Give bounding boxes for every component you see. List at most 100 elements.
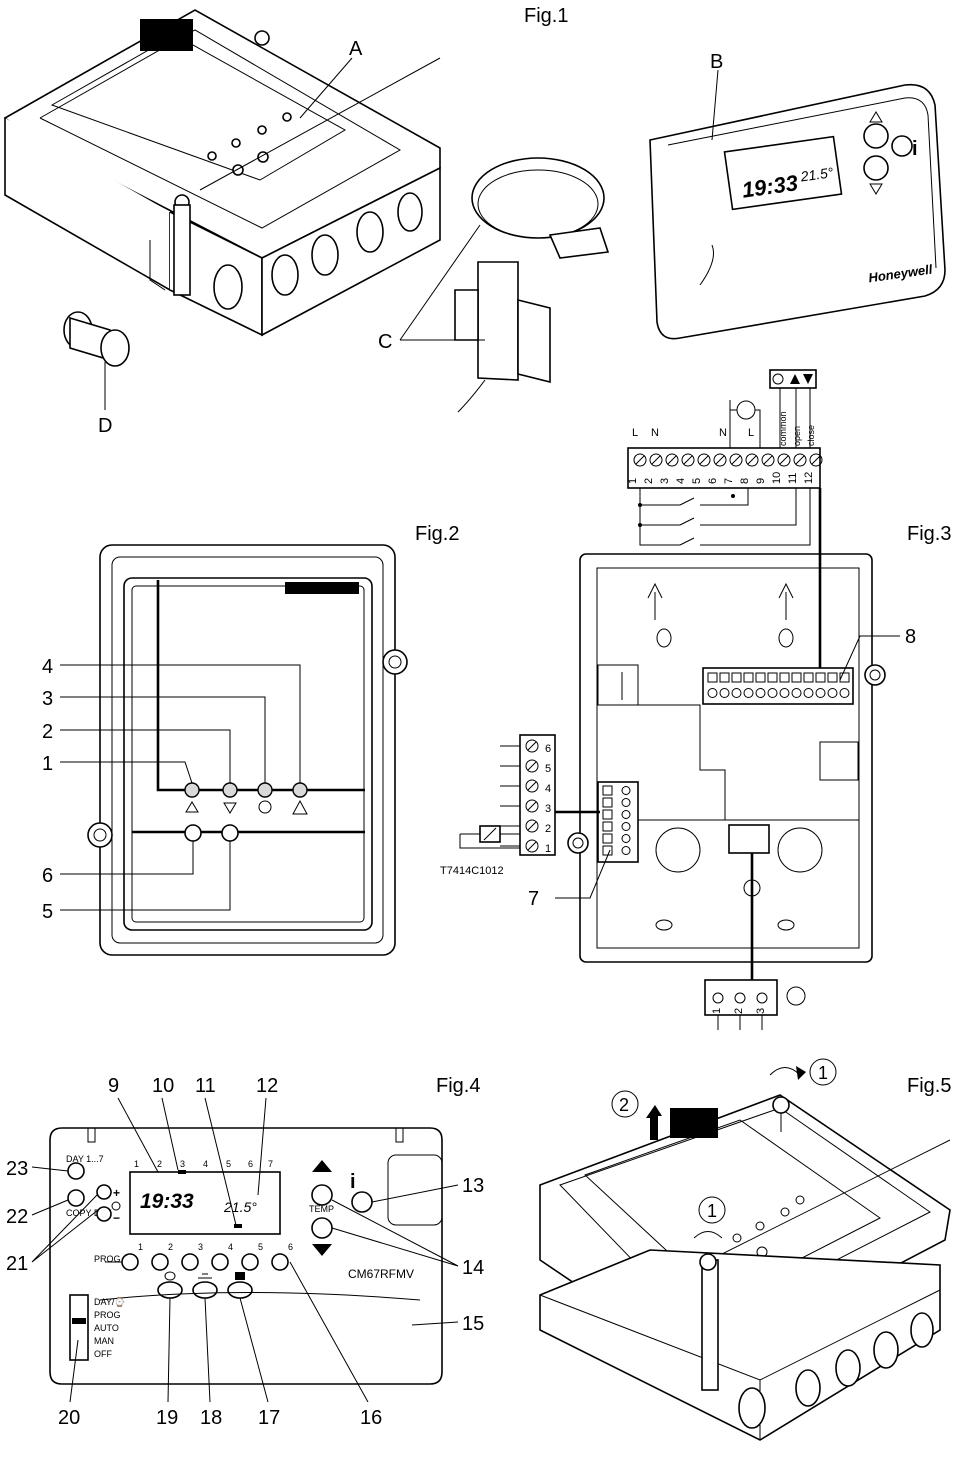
label-plate-2 xyxy=(285,582,359,594)
term-5: 5 xyxy=(691,478,703,484)
block-cell xyxy=(719,672,730,683)
sensor-screw xyxy=(621,786,631,795)
prog-3: 3 xyxy=(198,1242,203,1252)
temp-up-button[interactable] xyxy=(311,1184,333,1206)
led-1 xyxy=(184,782,200,798)
block-screw xyxy=(731,688,742,698)
terminal-screw xyxy=(809,453,823,467)
block-screw xyxy=(707,688,718,698)
earth-terminal xyxy=(704,979,778,1016)
sensor-terminal xyxy=(519,734,556,856)
warning-icon xyxy=(292,799,308,815)
down-arrow-icon xyxy=(312,1244,332,1256)
day-marker xyxy=(178,1170,186,1174)
lift-arrow-icon xyxy=(646,1105,662,1140)
terminal-screw xyxy=(681,453,695,467)
block-screw xyxy=(791,688,802,698)
led-3 xyxy=(257,782,273,798)
fig3: Fig.3 1 2 3 4 5 6 7 8 9 10 11 12 L N N L… xyxy=(440,369,951,1030)
sensor-t3: 3 xyxy=(545,803,551,815)
terminal-screw xyxy=(633,453,647,467)
term-6: 6 xyxy=(707,478,719,484)
sensor-cell xyxy=(602,785,613,796)
term-4: 4 xyxy=(675,478,687,484)
holiday-icon xyxy=(198,1273,212,1279)
terminal-screw xyxy=(745,453,759,467)
mode-switch-knob[interactable] xyxy=(72,1318,86,1324)
screw-front[interactable] xyxy=(699,1253,717,1271)
terminal-screw xyxy=(665,453,679,467)
sensor-screw xyxy=(621,834,631,843)
screw-top[interactable] xyxy=(772,1096,790,1114)
pump-symbol-icon xyxy=(736,400,756,420)
copy-day-button[interactable] xyxy=(67,1189,85,1207)
button-5[interactable] xyxy=(221,824,239,842)
plus-icon: + xyxy=(113,1186,120,1200)
mode-off: OFF xyxy=(94,1349,112,1359)
step-1-top: 1 xyxy=(818,1063,828,1083)
temp-label: TEMP xyxy=(309,1204,334,1214)
step-2-marker xyxy=(611,1090,639,1118)
sensor-t1: 1 xyxy=(545,843,551,855)
mode-man: MAN xyxy=(94,1336,114,1346)
callout-5: 5 xyxy=(42,901,53,923)
clock-icon xyxy=(111,1201,121,1211)
label-a: A xyxy=(349,38,363,60)
mode-switch[interactable] xyxy=(69,1294,89,1361)
sensor-terminal-screw xyxy=(525,819,539,833)
function-button-3[interactable] xyxy=(227,1281,253,1299)
block-cell xyxy=(767,672,778,683)
mode-auto: AUTO xyxy=(94,1323,119,1333)
time-plus-button[interactable] xyxy=(96,1184,112,1200)
function-button-2[interactable] xyxy=(192,1281,218,1299)
sensor-cell xyxy=(602,797,613,808)
block-cell xyxy=(815,672,826,683)
callout-1: 1 xyxy=(42,753,53,775)
terminal-screws xyxy=(633,453,823,467)
display-time: 19:33 xyxy=(140,1190,194,1213)
prog-button-1[interactable] xyxy=(121,1253,139,1271)
callout-9: 9 xyxy=(108,1075,119,1097)
suitcase-icon xyxy=(235,1272,245,1280)
label-d: D xyxy=(98,415,112,437)
day-7: 7 xyxy=(268,1159,273,1169)
block-cell xyxy=(743,672,754,683)
sensor-cell xyxy=(602,833,613,844)
block-cell xyxy=(779,672,790,683)
callout-7: 7 xyxy=(528,888,539,910)
valve-open: open xyxy=(792,426,802,446)
step-1-top-marker xyxy=(809,1058,837,1086)
base xyxy=(539,1249,941,1441)
button-6[interactable] xyxy=(184,824,202,842)
day-button[interactable] xyxy=(67,1162,85,1180)
pump-l: L xyxy=(748,427,754,439)
terminal-screw xyxy=(761,453,775,467)
prog-button-5[interactable] xyxy=(241,1253,259,1271)
mode-day: DAY/⌚ xyxy=(94,1296,126,1307)
info-button[interactable] xyxy=(351,1191,373,1213)
prog-button-3[interactable] xyxy=(181,1253,199,1271)
prog-button-2[interactable] xyxy=(151,1253,169,1271)
callout-13: 13 xyxy=(462,1175,484,1197)
prog-button-6[interactable] xyxy=(271,1253,289,1271)
down-arrow-icon xyxy=(223,802,237,814)
function-button-1[interactable] xyxy=(157,1281,183,1299)
pump-n: N xyxy=(719,427,727,439)
terminal-screw xyxy=(729,453,743,467)
callout-19: 19 xyxy=(156,1407,178,1429)
terminal-screw xyxy=(713,453,727,467)
sensor-t5: 5 xyxy=(545,763,551,775)
terminal-numbers: 1 2 3 4 5 6 7 8 9 10 11 12 xyxy=(627,472,815,484)
sensor-terminal-screw xyxy=(525,799,539,813)
prog-buttons xyxy=(105,1253,289,1271)
prog-button-4[interactable] xyxy=(211,1253,229,1271)
term-10: 10 xyxy=(771,472,783,484)
time-minus-button[interactable] xyxy=(96,1206,112,1222)
led-2 xyxy=(222,782,238,798)
fig2: Fig.2 1 2 3 4 5 6 xyxy=(42,523,459,956)
temp-down-button[interactable] xyxy=(311,1217,333,1239)
callout-12: 12 xyxy=(256,1075,278,1097)
day-6: 6 xyxy=(248,1159,253,1169)
